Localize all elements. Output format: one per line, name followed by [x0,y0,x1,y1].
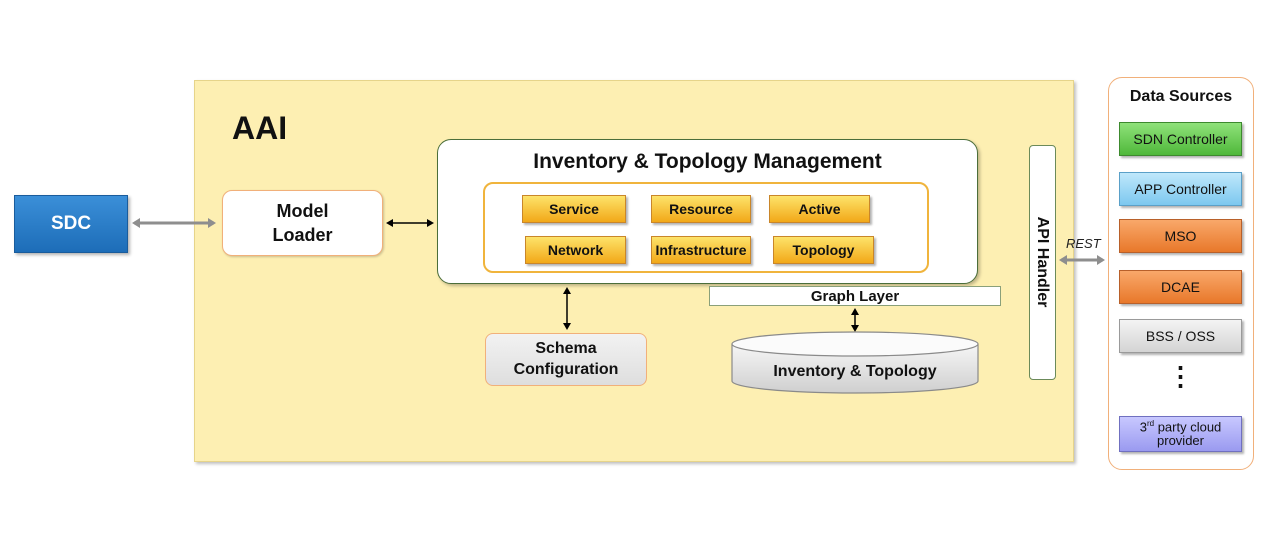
module-resource[interactable]: Resource [651,195,751,223]
model-loader-box[interactable]: Model Loader [222,190,383,256]
module-topology-label: Topology [792,242,855,258]
module-infrastructure[interactable]: Infrastructure [651,236,751,264]
source-sdn-controller[interactable]: SDN Controller [1119,122,1242,156]
source-mso-label: MSO [1164,228,1197,244]
rest-label: REST [1066,236,1101,251]
source-third-party-cloud[interactable]: 3rd party cloud provider [1119,416,1242,452]
schema-line2: Configuration [513,360,619,378]
source-bss-oss[interactable]: BSS / OSS [1119,319,1242,353]
data-sources-title: Data Sources [1129,88,1233,105]
source-dcae-label: DCAE [1161,279,1200,295]
sdc-box[interactable]: SDC [14,195,128,253]
module-resource-label: Resource [669,201,733,217]
graph-layer-label: Graph Layer [810,287,900,305]
module-service-label: Service [549,201,599,217]
api-handler-box[interactable] [1029,145,1056,380]
aai-title: AAI [232,110,288,146]
source-dcae[interactable]: DCAE [1119,270,1242,304]
sdc-label: SDC [50,213,92,234]
model-loader-line2: Loader [272,225,333,245]
source-app-controller[interactable]: APP Controller [1119,172,1242,206]
module-infrastructure-label: Infrastructure [655,242,747,258]
module-service[interactable]: Service [522,195,626,223]
module-network-label: Network [547,242,604,258]
source-sdn-controller-label: SDN Controller [1133,131,1228,147]
module-active[interactable]: Active [769,195,870,223]
inventory-db-cylinder [731,331,979,394]
third-party-line2: provider [1157,433,1204,449]
graph-layer-box[interactable]: Graph Layer [709,286,1001,306]
module-active-label: Active [798,201,841,217]
inventory-db-label: Inventory & Topology [773,363,937,380]
schema-configuration-box[interactable]: Schema Configuration [485,333,647,386]
module-topology[interactable]: Topology [773,236,874,264]
inventory-topology-management-title: Inventory & Topology Management [533,150,882,173]
module-network[interactable]: Network [525,236,626,264]
source-app-controller-label: APP Controller [1134,181,1227,197]
source-bss-oss-label: BSS / OSS [1145,328,1216,344]
schema-line1: Schema [535,339,597,357]
source-mso[interactable]: MSO [1119,219,1242,253]
third-party-line1: 3rd party cloud [1139,419,1222,435]
model-loader-line1: Model [276,200,329,221]
